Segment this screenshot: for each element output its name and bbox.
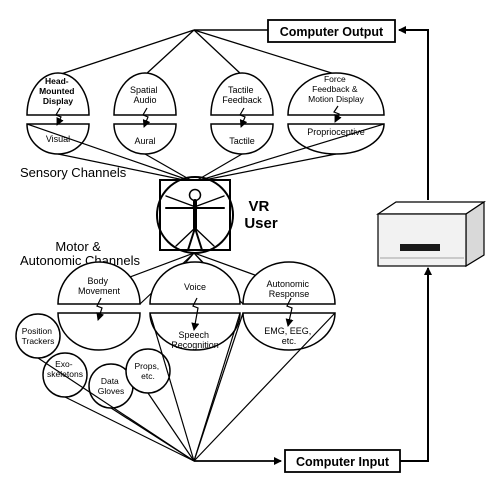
computer-to-output-line	[398, 26, 429, 200]
channel-label: Aural	[134, 136, 155, 146]
motor-channel-body-movement	[57, 312, 141, 351]
channel-label: Speech Recognition	[171, 330, 219, 350]
channel-label: EMG, EEG, etc.	[264, 326, 314, 346]
lightning-icon	[55, 107, 64, 126]
tracker-label: Props, etc.	[135, 361, 162, 381]
vr-user-figure	[156, 176, 234, 254]
sensory-device-force-feedback: Force Feedback & Motion Display	[287, 72, 385, 116]
signal-bolts-motor	[96, 297, 294, 331]
channel-label: Proprioceptive	[307, 127, 365, 137]
lightning-icon	[333, 105, 342, 123]
lightning-icon	[142, 107, 151, 128]
tracker-exoskeletons: Exo- skeletons	[42, 352, 88, 398]
tracker-label: Position Trackers	[22, 326, 55, 346]
fan-line	[193, 312, 336, 462]
output-fan-line	[57, 29, 195, 76]
fan-line	[64, 396, 195, 462]
motor-channel-emg-eeg: EMG, EEG, etc.	[242, 312, 336, 351]
sensory-channels-title: Sensory Channels	[20, 165, 127, 180]
sensory-device-tactile-feedback: Tactile Feedback	[210, 72, 274, 116]
signal-bolts-sensory	[55, 105, 342, 128]
tracker-props: Props, etc.	[125, 348, 171, 394]
channel-label: Tactile	[229, 136, 255, 146]
sensory-channel-visual: Visual	[26, 123, 90, 155]
lightning-icon	[96, 297, 105, 321]
fan-line	[193, 123, 385, 183]
input-to-computer-line	[400, 267, 432, 462]
computer-loop	[398, 26, 432, 462]
output-fan-line	[144, 29, 195, 76]
input-fan-in	[37, 312, 336, 462]
tracker-position: Position Trackers	[15, 313, 61, 359]
sensory-device-label: Head- Mounted Display	[39, 76, 77, 106]
motor-device-label: Autonomic Response	[266, 279, 311, 299]
motor-device-autonomic-response: Autonomic Response	[242, 261, 336, 305]
sensory-device-spatial-audio: Spatial Audio	[113, 72, 177, 116]
lightning-icon	[285, 297, 294, 327]
vitruvian-man-icon	[165, 188, 225, 251]
lightning-icon	[239, 107, 248, 128]
lightning-icon	[191, 297, 200, 331]
motor-device-label: Voice	[184, 282, 206, 292]
drive-slot	[400, 244, 440, 251]
tracker-label: Exo- skeletons	[47, 359, 83, 379]
fan-line	[149, 312, 195, 462]
output-section	[57, 29, 339, 76]
motor-device-body-movement: Body Movement	[57, 261, 141, 305]
fan-line	[193, 312, 244, 462]
fan-line	[57, 153, 195, 183]
fan-line	[193, 153, 337, 183]
sensory-device-label: Force Feedback & Motion Display	[308, 74, 364, 104]
computer-input-label: Computer Input	[296, 455, 390, 469]
sensory-channel-tactile: Tactile	[210, 123, 274, 155]
computer-unit-icon	[376, 200, 486, 268]
fan-line	[26, 123, 195, 183]
fan-line	[110, 407, 195, 462]
vr-user-label: VR User	[244, 198, 278, 232]
sensory-device-hmd: Head- Mounted Display	[26, 72, 90, 116]
sensory-device-label: Spatial Audio	[130, 85, 160, 105]
output-fan-line	[193, 29, 243, 76]
tracker-label: Data Gloves	[98, 376, 124, 396]
channel-label: Visual	[46, 134, 70, 144]
computer-output-label: Computer Output	[280, 25, 384, 39]
motor-channels-title: Motor & Autonomic Channels	[20, 239, 140, 268]
computer-output-box	[267, 19, 396, 43]
sensory-device-label: Tactile Feedback	[222, 85, 262, 105]
sensory-channel-aural: Aural	[113, 123, 177, 155]
output-fan-line	[193, 29, 339, 76]
motor-device-voice: Voice	[149, 261, 241, 305]
fan-line	[147, 392, 195, 462]
motor-channel-speech-recognition: Speech Recognition	[149, 312, 241, 351]
motor-device-label: Body Movement	[78, 276, 121, 296]
